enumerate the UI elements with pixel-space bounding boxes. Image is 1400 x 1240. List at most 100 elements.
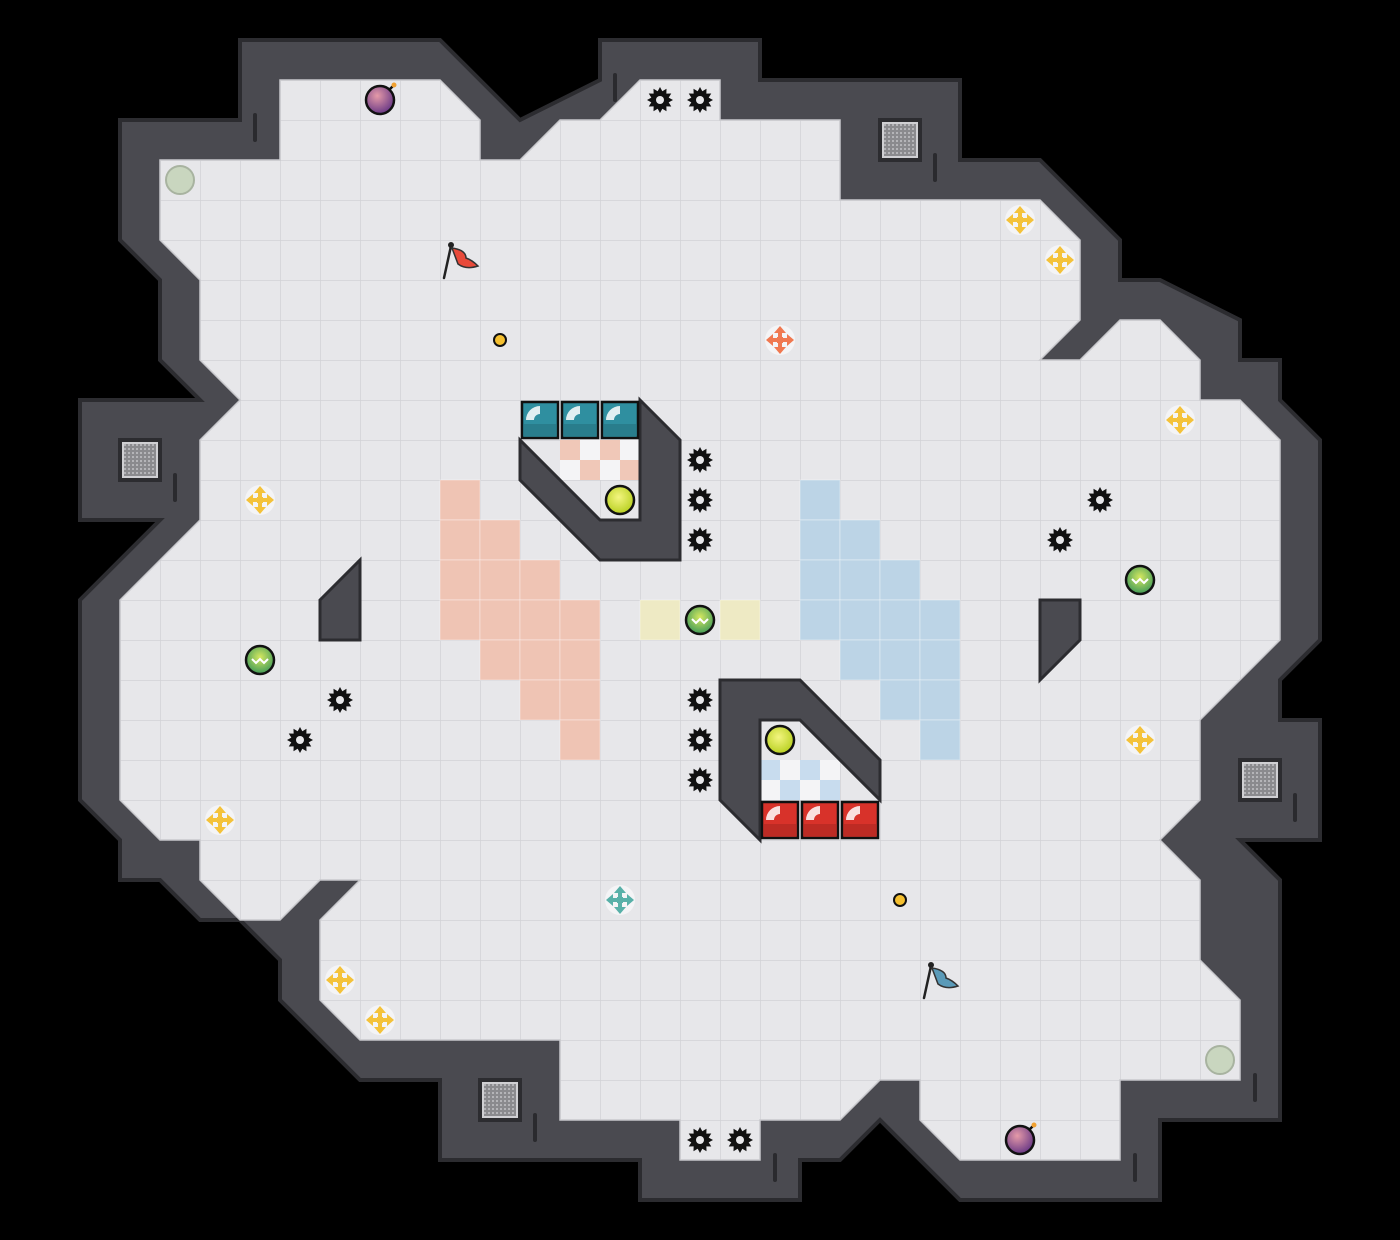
blue-checker-tile <box>820 760 840 780</box>
spike-icon <box>687 487 713 513</box>
spike-icon <box>687 1127 713 1153</box>
button-icon <box>604 484 636 516</box>
red-gate-tile <box>760 800 800 840</box>
red-gate-tile <box>800 800 840 840</box>
button-icon <box>764 724 796 756</box>
blue-flag-icon <box>922 962 960 1000</box>
blue-zone-tile <box>839 639 881 681</box>
blue-checker-tile <box>820 780 840 800</box>
powerup-icon <box>244 644 276 676</box>
powerup-icon <box>1124 564 1156 596</box>
blue-checker-tile <box>760 780 780 800</box>
red-zone-tile <box>559 679 601 721</box>
blue-zone-tile <box>799 559 841 601</box>
blue-checker-tile <box>780 760 800 780</box>
portal-icon <box>1205 1045 1235 1075</box>
boost-icon <box>1005 205 1035 235</box>
blue-zone-tile <box>879 639 921 681</box>
spike-icon <box>687 727 713 753</box>
spike-icon <box>727 1127 753 1153</box>
red-checker-tile <box>560 460 580 480</box>
blue-zone-tile <box>799 599 841 641</box>
red-zone-tile <box>479 639 521 681</box>
boost-icon <box>365 1005 395 1035</box>
red-checker-tile <box>620 460 640 480</box>
red-zone-tile <box>439 479 481 521</box>
red-zone-tile <box>439 519 481 561</box>
blue-boost-icon <box>605 885 635 915</box>
spike-icon <box>647 87 673 113</box>
team-zones <box>439 440 961 800</box>
red-zone-tile <box>439 559 481 601</box>
neutral-zone-tile <box>639 599 681 641</box>
red-zone-tile <box>519 639 561 681</box>
red-checker-tile <box>600 440 620 460</box>
spike-icon <box>687 687 713 713</box>
spike-icon <box>1047 527 1073 553</box>
blue-gate-tile <box>520 400 560 440</box>
blue-zone-tile <box>799 479 841 521</box>
blue-checker-tile <box>800 780 820 800</box>
red-zone-tile <box>479 559 521 601</box>
vent-icon <box>1238 758 1282 802</box>
red-zone-tile <box>559 719 601 761</box>
boost-icon <box>1165 405 1195 435</box>
small-button-icon <box>493 333 507 347</box>
inner-wall-right-wedge <box>1038 598 1082 684</box>
red-zone-tile <box>479 599 521 641</box>
boost-icon <box>1045 245 1075 275</box>
vent-icon <box>118 438 162 482</box>
red-zone-tile <box>479 519 521 561</box>
spike-icon <box>327 687 353 713</box>
red-zone-tile <box>559 599 601 641</box>
red-zone-tile <box>439 599 481 641</box>
blue-zone-tile <box>879 599 921 641</box>
spike-icon <box>1087 487 1113 513</box>
blue-checker-tile <box>780 780 800 800</box>
red-checker-tile <box>580 460 600 480</box>
red-checker-tile <box>580 440 600 460</box>
red-boost-icon <box>765 325 795 355</box>
blue-zone-tile <box>879 679 921 721</box>
blue-zone-tile <box>799 519 841 561</box>
blue-zone-tile <box>919 639 961 681</box>
boost-icon <box>245 485 275 515</box>
spike-icon <box>687 767 713 793</box>
blue-zone-tile <box>919 679 961 721</box>
boost-icon <box>1125 725 1155 755</box>
blue-zone-tile <box>919 719 961 761</box>
red-zone-tile <box>519 599 561 641</box>
blue-zone-tile <box>839 519 881 561</box>
spike-icon <box>687 527 713 553</box>
blue-gate-tile <box>560 400 600 440</box>
blue-zone-tile <box>839 599 881 641</box>
blue-checker-tile <box>800 760 820 780</box>
red-checker-tile <box>620 440 640 460</box>
small-button-icon <box>893 893 907 907</box>
portal-icon <box>165 165 195 195</box>
bomb-icon <box>1004 1122 1037 1156</box>
vent-icon <box>878 118 922 162</box>
neutral-zone-tile <box>719 599 761 641</box>
red-zone-tile <box>559 639 601 681</box>
blue-gate-tile <box>600 400 640 440</box>
red-checker-tile <box>600 460 620 480</box>
vent-icon <box>478 1078 522 1122</box>
blue-zone-tile <box>879 559 921 601</box>
inner-wall-upper <box>518 396 682 562</box>
red-zone-tile <box>519 679 561 721</box>
spike-icon <box>687 87 713 113</box>
red-checker-tile <box>560 440 580 460</box>
inner-wall-lower <box>718 678 882 844</box>
map-objects <box>118 82 1282 1156</box>
boost-icon <box>325 965 355 995</box>
red-zone-tile <box>519 559 561 601</box>
spike-icon <box>687 447 713 473</box>
blue-checker-tile <box>760 760 780 780</box>
red-gate-tile <box>840 800 880 840</box>
red-flag-icon <box>442 242 480 280</box>
boost-icon <box>205 805 235 835</box>
inner-walls <box>318 396 1082 844</box>
